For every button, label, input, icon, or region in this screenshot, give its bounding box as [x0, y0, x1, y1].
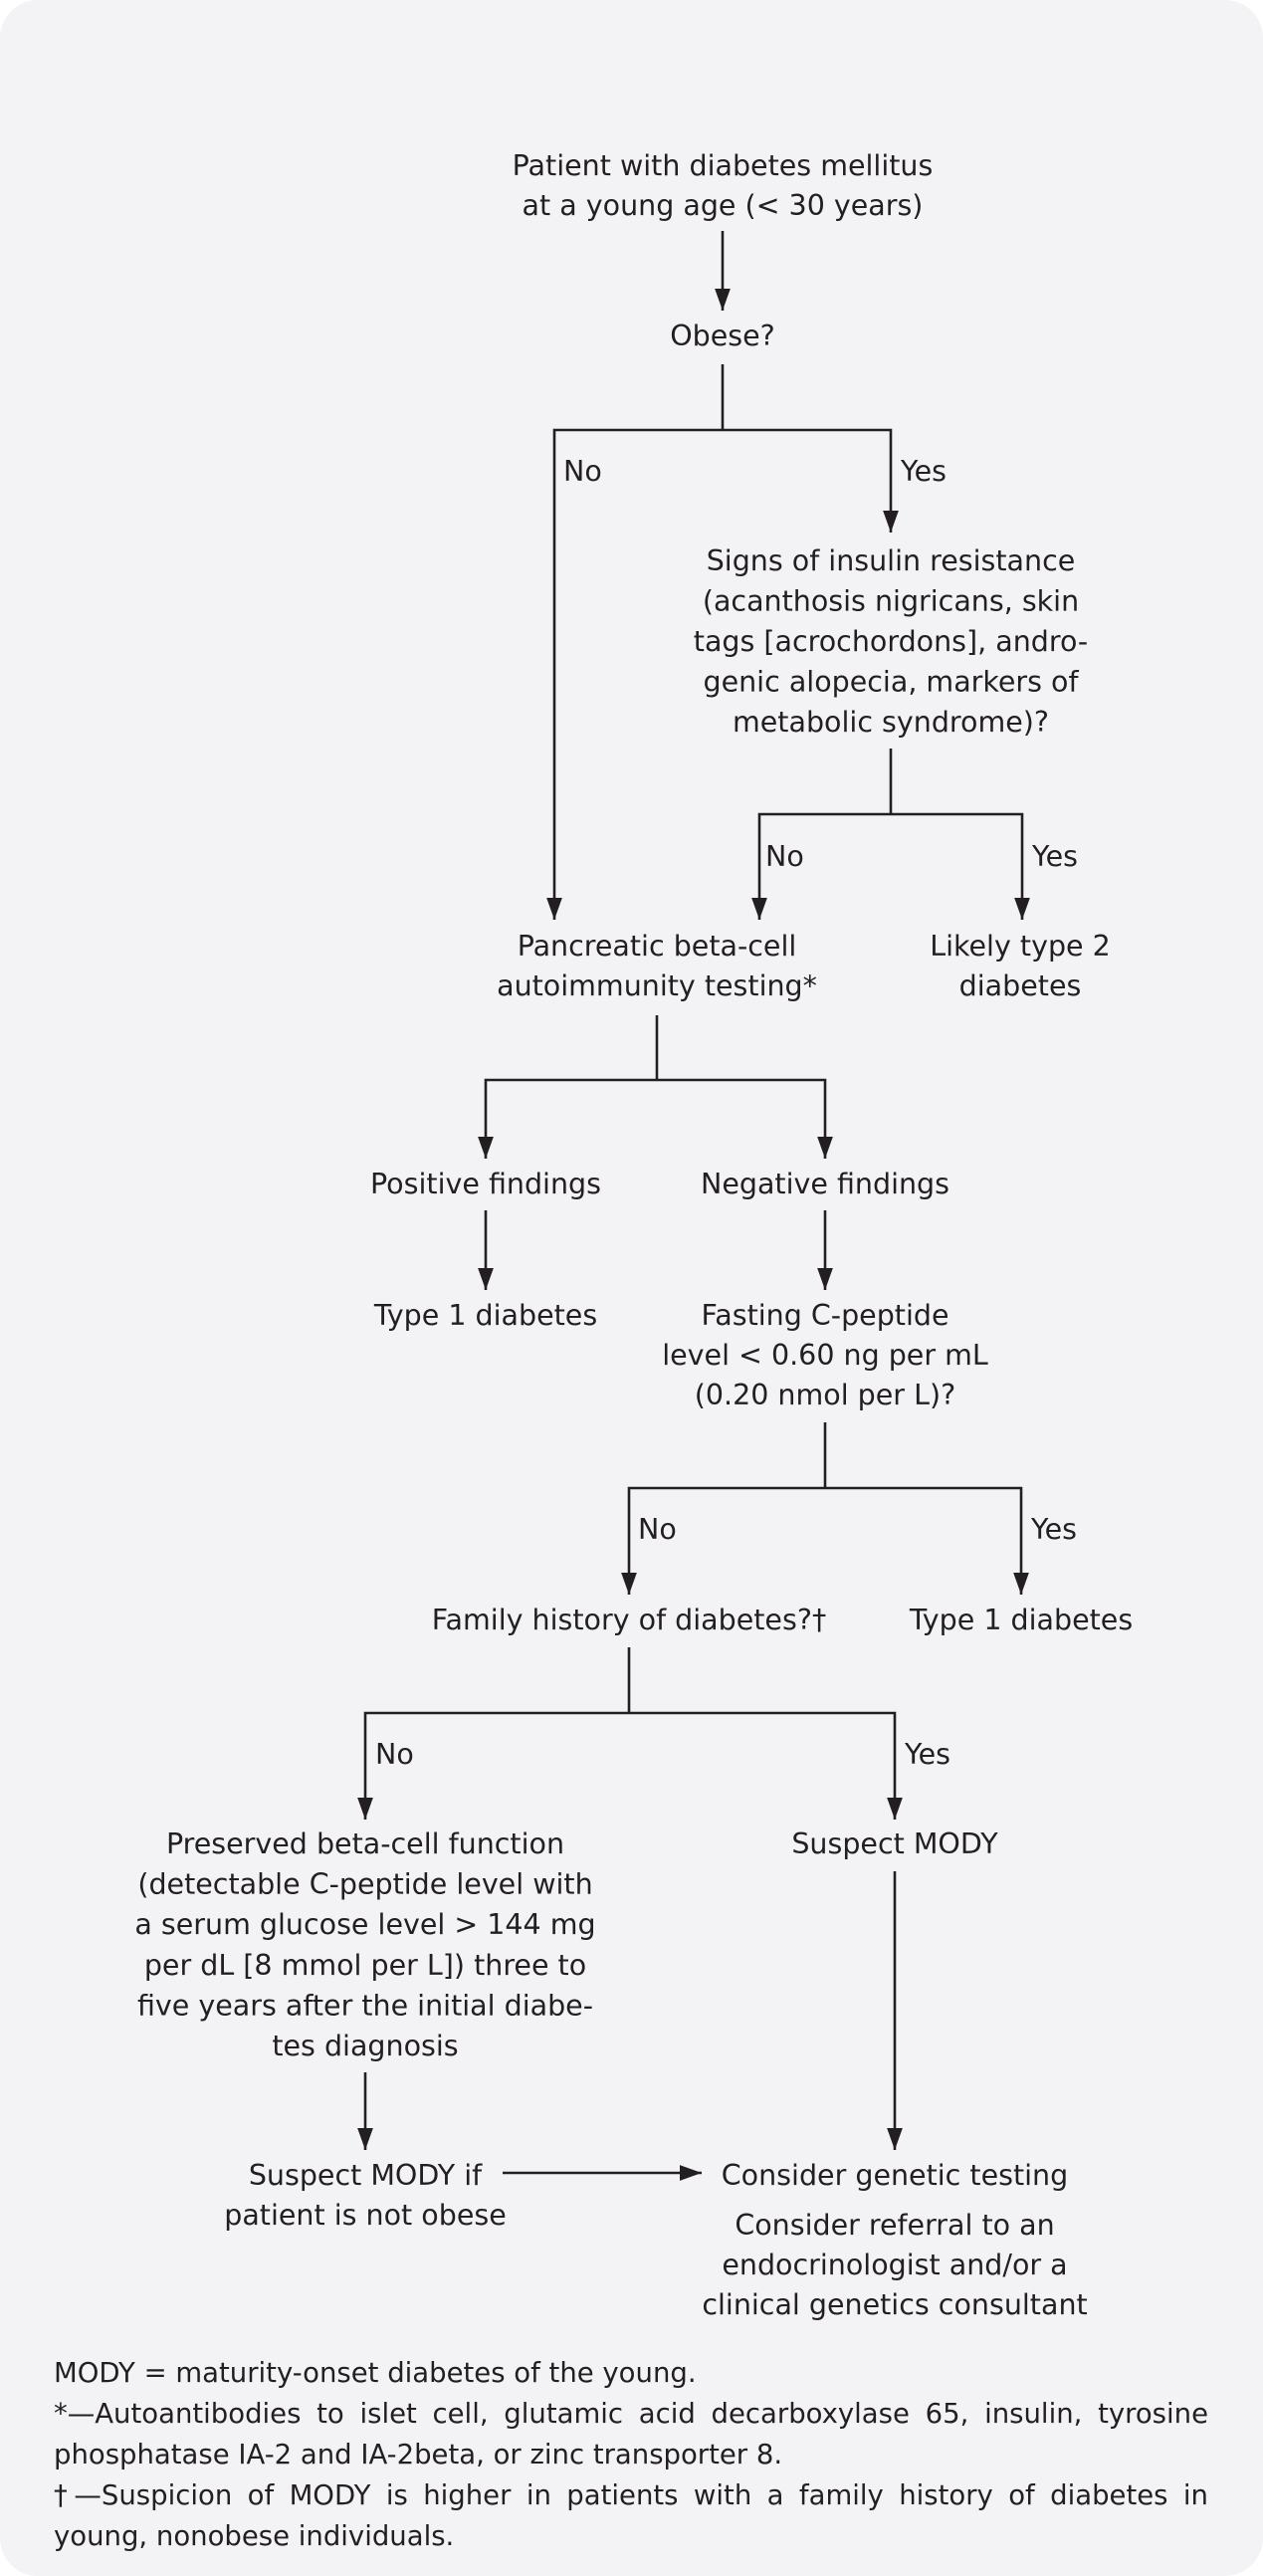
node-text-line: Signs of insulin resistance: [707, 544, 1076, 577]
edge-label-fam-yes: Yes: [904, 1738, 950, 1771]
node-text-line: Negative findings: [701, 1168, 949, 1200]
node-text-line: Consider genetic testing: [722, 2159, 1068, 2192]
node-text-line: Type 1 diabetes: [373, 1299, 597, 1332]
node-referral-text: Consider referral to an endocrinologist a…: [702, 2209, 1087, 2321]
node-text-line: tags [acrochordons], andro-: [694, 625, 1088, 658]
node-obese-text: Obese?: [670, 320, 775, 352]
node-text-line: Family history of diabetes?†: [432, 1604, 826, 1636]
node-genetic-testing: Consider genetic testing: [722, 2159, 1068, 2192]
node-text-line: Type 1 diabetes: [909, 1604, 1133, 1636]
node-likely-type2-text: Likely type 2 diabetes: [930, 930, 1111, 1002]
node-type1-diabetes-b: Type 1 diabetes: [909, 1604, 1133, 1636]
node-positive-findings-text: Positive findings: [370, 1168, 601, 1200]
node-text-line: Consider referral to an: [735, 2209, 1054, 2242]
edge-fam-yes: [629, 1711, 903, 1820]
node-text-line: autoimmunity testing*: [497, 969, 817, 1002]
edge-label-obese-yes: Yes: [900, 455, 947, 488]
node-suspect-mody-text: Suspect MODY: [791, 1827, 998, 1860]
node-insulin-resistance-text: Signs of insulin resistance (acanthosis n…: [694, 544, 1088, 739]
node-referral: Consider referral to an endocrinologist a…: [702, 2209, 1087, 2321]
node-text-line: patient is not obese: [224, 2199, 506, 2232]
node-start-text: Patient with diabetes mellitus at a young…: [513, 149, 934, 222]
node-autoimmunity-text: Pancreatic beta-cell autoimmunity testing…: [497, 930, 817, 1002]
edge-obese-no: [546, 428, 723, 920]
node-negative-findings: Negative findings: [701, 1168, 949, 1200]
footnote-dagger: †—Suspicion of MODY is higher in patient…: [54, 2479, 1208, 2552]
edge-obese-yes: [723, 428, 899, 533]
edge-labels: No Yes No Yes No Yes No Yes: [375, 455, 1078, 1771]
node-suspect-mody-if-text: Suspect MODY if patient is not obese: [224, 2159, 506, 2232]
node-positive-findings: Positive findings: [370, 1168, 601, 1200]
node-text-line: Positive findings: [370, 1168, 601, 1200]
node-text-line: Pancreatic beta-cell: [518, 930, 797, 963]
edge-ir-yes: [891, 812, 1030, 920]
node-text-line: level < 0.60 ng per mL: [662, 1339, 988, 1372]
node-text-line: endocrinologist and/or a: [722, 2249, 1067, 2281]
node-text-line: diabetes: [959, 969, 1082, 1002]
edge-cp-no: [621, 1486, 825, 1595]
node-text-line: five years after the initial diabe-: [137, 1989, 593, 2022]
edge-ir-no: [751, 812, 891, 920]
footnote-asterisk: *—Autoantibodies to islet cell, glutamic…: [54, 2398, 1208, 2470]
node-family-history-text: Family history of diabetes?†: [432, 1604, 826, 1636]
node-text-line: a serum glucose level > 144 mg: [134, 1908, 595, 1941]
edge-label-ir-yes: Yes: [1031, 840, 1078, 873]
node-text-line: per dL [8 mmol per L]) three to: [144, 1949, 586, 1982]
node-text-line: metabolic syndrome)?: [733, 706, 1049, 739]
node-text-line: Patient with diabetes mellitus: [513, 149, 934, 182]
node-type1-diabetes-a: Type 1 diabetes: [373, 1299, 597, 1332]
node-preserved-beta-cell-text: Preserved beta-cell function (detectable …: [134, 1827, 595, 2062]
node-start: Patient with diabetes mellitus at a young…: [513, 149, 934, 222]
node-negative-findings-text: Negative findings: [701, 1168, 949, 1200]
node-text-line: Obese?: [670, 320, 775, 352]
edge-label-obese-no: No: [563, 455, 602, 488]
node-text-line: (acanthosis nigricans, skin: [703, 585, 1079, 618]
node-type1-diabetes-a-text: Type 1 diabetes: [373, 1299, 597, 1332]
node-autoimmunity: Pancreatic beta-cell autoimmunity testing…: [497, 930, 817, 1002]
node-text-line: clinical genetics consultant: [702, 2288, 1087, 2321]
nodes: Patient with diabetes mellitus at a young…: [134, 149, 1133, 2321]
edge-fam-no: [357, 1711, 629, 1820]
edge-auto-negative: [657, 1078, 833, 1159]
node-preserved-beta-cell: Preserved beta-cell function (detectable …: [134, 1827, 595, 2062]
node-text-line: (0.20 nmol per L)?: [695, 1379, 955, 1411]
node-family-history: Family history of diabetes?†: [432, 1604, 826, 1636]
connectors: [357, 231, 1030, 2181]
node-suspect-mody-if: Suspect MODY if patient is not obese: [224, 2159, 506, 2232]
node-type1-diabetes-b-text: Type 1 diabetes: [909, 1604, 1133, 1636]
footnotes: MODY = maturity-onset diabetes of the yo…: [54, 2353, 1208, 2557]
node-text-line: Suspect MODY if: [249, 2159, 483, 2192]
node-text-line: at a young age (< 30 years): [523, 189, 924, 222]
edge-label-ir-no: No: [765, 840, 804, 873]
edge-label-cp-no: No: [638, 1513, 677, 1546]
node-c-peptide-text: Fasting C-peptide level < 0.60 ng per mL (…: [662, 1299, 988, 1411]
node-text-line: Suspect MODY: [791, 1827, 998, 1860]
edge-label-fam-no: No: [375, 1738, 414, 1771]
node-c-peptide: Fasting C-peptide level < 0.60 ng per mL (…: [662, 1299, 988, 1411]
node-text-line: tes diagnosis: [272, 2030, 458, 2062]
node-text-line: Fasting C-peptide: [701, 1299, 948, 1332]
edge-auto-positive: [478, 1078, 657, 1159]
node-text-line: genic alopecia, markers of: [703, 666, 1079, 699]
node-text-line: Likely type 2: [930, 930, 1111, 963]
node-text-line: Preserved beta-cell function: [166, 1827, 564, 1860]
node-insulin-resistance: Signs of insulin resistance (acanthosis n…: [694, 544, 1088, 739]
node-obese: Obese?: [670, 320, 775, 352]
edge-cp-yes: [825, 1486, 1029, 1595]
node-genetic-testing-text: Consider genetic testing: [722, 2159, 1068, 2192]
node-likely-type2: Likely type 2 diabetes: [930, 930, 1111, 1002]
node-text-line: (detectable C-peptide level with: [137, 1868, 592, 1901]
edge-label-cp-yes: Yes: [1030, 1513, 1077, 1546]
footnote-abbreviation: MODY = maturity-onset diabetes of the yo…: [54, 2357, 697, 2389]
node-suspect-mody: Suspect MODY: [791, 1827, 998, 1860]
